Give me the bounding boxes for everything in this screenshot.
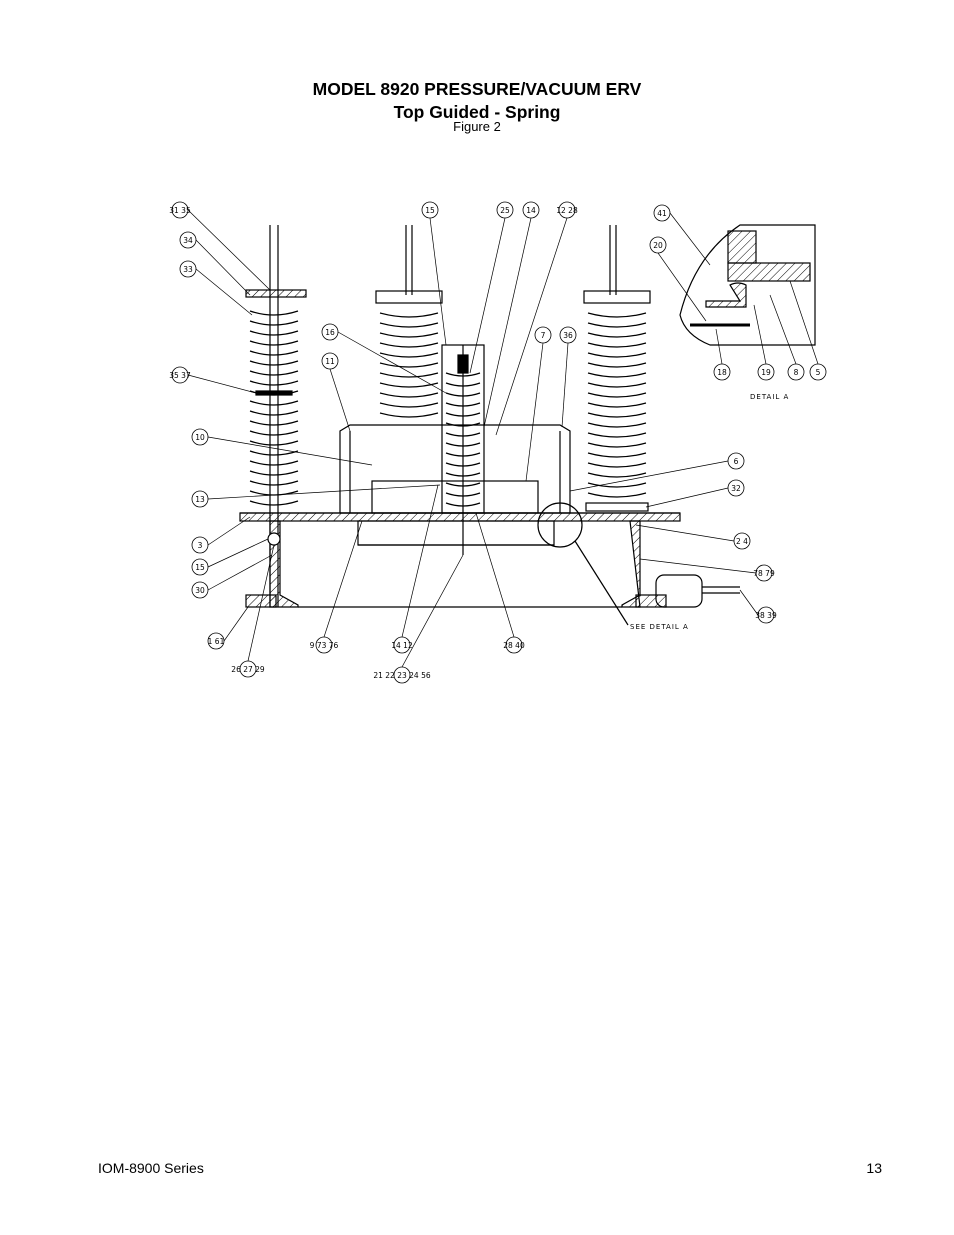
middle-spring-assembly xyxy=(375,225,443,418)
callout: 15 xyxy=(421,201,439,219)
callout: 33 xyxy=(179,260,197,278)
svg-text:15: 15 xyxy=(425,206,435,215)
svg-text:8: 8 xyxy=(794,368,799,377)
svg-text:19: 19 xyxy=(761,368,771,377)
svg-text:6: 6 xyxy=(734,457,739,466)
svg-text:20: 20 xyxy=(653,241,663,250)
svg-text:34: 34 xyxy=(183,236,193,245)
leader-lines xyxy=(187,209,819,668)
callout: 9 73 76 xyxy=(310,636,339,654)
callout: 26 27 29 xyxy=(231,660,265,678)
svg-text:14: 14 xyxy=(526,206,536,215)
svg-text:28 40: 28 40 xyxy=(503,641,525,650)
svg-text:25: 25 xyxy=(500,206,510,215)
center-spring xyxy=(441,344,485,555)
callout: 31 35 xyxy=(169,201,191,219)
svg-text:2 4: 2 4 xyxy=(736,537,748,546)
svg-text:7: 7 xyxy=(541,331,546,340)
svg-text:1 61: 1 61 xyxy=(208,637,225,646)
svg-text:9 73 76: 9 73 76 xyxy=(310,641,339,650)
callout: 18 xyxy=(713,363,731,381)
central-housing xyxy=(339,424,571,514)
callout: 8 xyxy=(787,363,805,381)
callout: 21 22 23 24 56 xyxy=(373,666,431,684)
svg-text:11: 11 xyxy=(325,357,335,366)
left-spring-assembly xyxy=(245,225,307,607)
page-number: 13 xyxy=(866,1160,882,1176)
callout: 5 xyxy=(809,363,827,381)
svg-text:5: 5 xyxy=(816,368,821,377)
svg-text:35 37: 35 37 xyxy=(169,371,191,380)
svg-text:30: 30 xyxy=(195,586,205,595)
svg-text:33: 33 xyxy=(183,265,193,274)
callout: 6 xyxy=(727,452,745,470)
callout: 35 37 xyxy=(169,366,191,384)
svg-text:32: 32 xyxy=(731,484,741,493)
callout: 3 xyxy=(191,536,209,554)
callout: 1 61 xyxy=(207,632,225,650)
callout: 36 xyxy=(559,326,577,344)
callout: 16 xyxy=(321,323,339,341)
callout: 25 xyxy=(496,201,514,219)
svg-text:31 35: 31 35 xyxy=(169,206,191,215)
callout: 32 xyxy=(727,479,745,497)
callout: 13 xyxy=(191,490,209,508)
svg-text:13: 13 xyxy=(195,495,205,504)
callout: 28 40 xyxy=(503,636,525,654)
svg-text:15: 15 xyxy=(195,563,205,572)
callout: 7 xyxy=(534,326,552,344)
callout: 15 xyxy=(191,558,209,576)
svg-text:41: 41 xyxy=(657,209,667,218)
svg-text:12 28: 12 28 xyxy=(556,206,578,215)
right-spring-assembly xyxy=(583,225,651,512)
callout: 41 xyxy=(653,204,671,222)
figure-caption: Figure 2 xyxy=(453,119,501,134)
callout: 2 4 xyxy=(733,532,751,550)
callout: 20 xyxy=(649,236,667,254)
side-attachment xyxy=(655,574,740,608)
svg-text:14 12: 14 12 xyxy=(391,641,413,650)
callout: 14 xyxy=(522,201,540,219)
callout: 14 12 xyxy=(391,636,413,654)
svg-text:78 79: 78 79 xyxy=(753,569,775,578)
footer-series: IOM-8900 Series xyxy=(98,1160,204,1176)
svg-text:38 39: 38 39 xyxy=(755,611,777,620)
callout: 19 xyxy=(757,363,775,381)
svg-text:3: 3 xyxy=(198,541,203,550)
page-title: MODEL 8920 PRESSURE/VACUUM ERV xyxy=(312,79,642,99)
callout: 11 xyxy=(321,352,339,370)
svg-text:36: 36 xyxy=(563,331,573,340)
erv-technical-drawing: 31 35 34 33 35 37 10 13 3 15 30 1 61 26 … xyxy=(169,201,827,684)
detail-a-label: DETAIL A xyxy=(750,393,789,401)
page-subtitle: Top Guided - Spring xyxy=(393,102,561,122)
svg-text:10: 10 xyxy=(195,433,205,442)
callout: 12 28 xyxy=(556,201,578,219)
see-detail-label: SEE DETAIL A xyxy=(630,623,689,631)
detail-a-inset xyxy=(537,224,816,626)
svg-text:21 22 23 24 56: 21 22 23 24 56 xyxy=(373,671,430,680)
svg-text:26 27 29: 26 27 29 xyxy=(231,665,265,674)
svg-text:16: 16 xyxy=(325,328,335,337)
callout: 30 xyxy=(191,581,209,599)
callout: 38 39 xyxy=(755,606,777,624)
svg-text:18: 18 xyxy=(717,368,727,377)
callout: 10 xyxy=(191,428,209,446)
callout: 34 xyxy=(179,231,197,249)
callout: 78 79 xyxy=(753,564,775,582)
